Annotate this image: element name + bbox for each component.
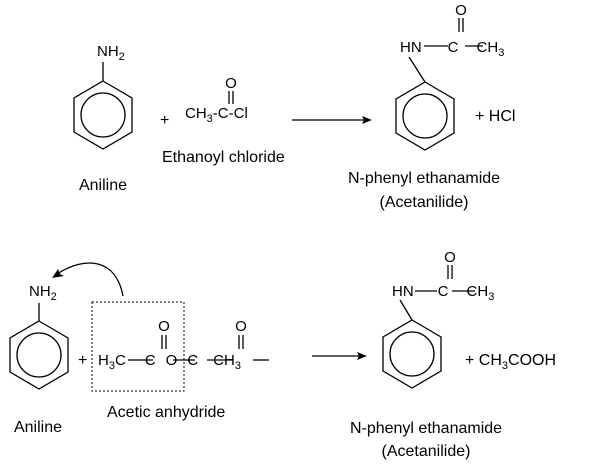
reactant-name-aniline: Aniline — [79, 177, 127, 194]
reaction-arrow-1 — [292, 116, 372, 124]
byproduct-acetic-acid: + CH3COOH — [465, 352, 556, 372]
ethanoyl-chloride-structure: O CH3-C-Cl — [185, 75, 248, 125]
amine-group-label: NH2 — [29, 283, 57, 303]
plus-sign: + — [78, 352, 87, 369]
reactant-name-acetic-anhydride: Acetic anhydride — [107, 404, 225, 421]
product-name: N-phenyl ethanamide — [348, 170, 500, 187]
aniline-structure-1: NH2 — [73, 43, 133, 150]
aromatic-circle — [389, 331, 435, 377]
aromatic-circle — [16, 332, 62, 378]
product-common-name: (Acetanilide) — [380, 194, 469, 211]
carbonyl-oxygen-right: O — [235, 318, 247, 335]
reaction-arrow-2 — [312, 352, 367, 360]
acyl-chloride-formula: CH3-C-Cl — [185, 105, 248, 125]
reactant-name-ethanoyl-chloride: Ethanoyl chloride — [162, 149, 285, 166]
carbonyl-oxygen-left: O — [158, 318, 170, 335]
benzene-ring — [9, 320, 69, 390]
byproduct-hcl: + HCl — [475, 108, 515, 125]
amine-group-label: NH2 — [97, 43, 125, 63]
aromatic-circle — [80, 92, 126, 138]
aromatic-circle — [402, 93, 448, 139]
reactant-name-aniline: Aniline — [14, 419, 62, 436]
curved-attack-arrow — [52, 262, 124, 297]
benzene-ring — [382, 319, 442, 389]
reaction-1: NH2 Aniline + O CH3-C-Cl Ethanoyl chlori… — [73, 2, 515, 211]
carbonyl-oxygen: O — [225, 75, 237, 92]
product-carbonyl-oxygen: O — [444, 249, 456, 266]
product-name: N-phenyl ethanamide — [350, 420, 502, 437]
dotted-selection-box — [91, 301, 185, 392]
product-carbonyl-oxygen: O — [455, 2, 467, 19]
plus-sign: + — [160, 112, 169, 129]
product-common-name: (Acetanilide) — [382, 443, 471, 460]
benzene-ring — [395, 81, 455, 151]
benzene-ring — [73, 80, 133, 150]
aniline-structure-2: NH2 — [9, 283, 69, 390]
